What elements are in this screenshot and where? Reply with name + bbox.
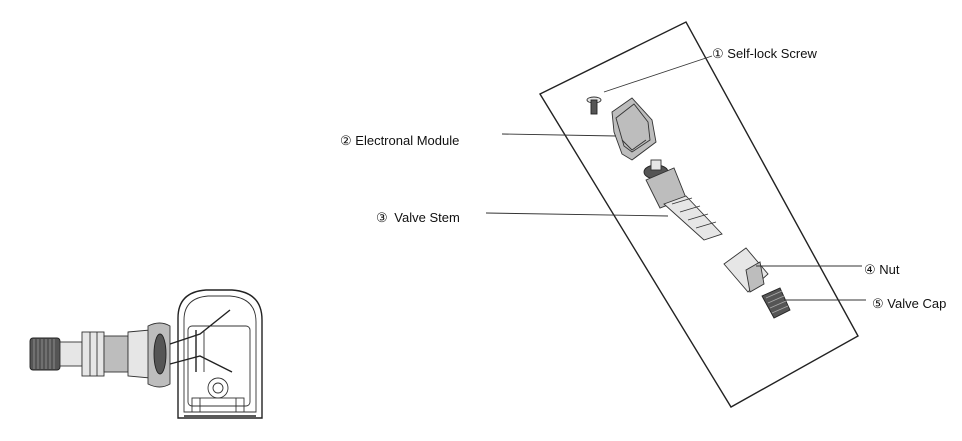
leader-line-module (501, 133, 617, 137)
callout-electronal-module: ② Electronal Module (340, 133, 459, 148)
assembled-nut (147, 322, 171, 388)
part-electronal-module (611, 97, 657, 161)
exploded-view (485, 21, 866, 408)
part-valve-stem (643, 159, 723, 241)
callout-valve-cap: ⑤ Valve Cap (872, 296, 946, 311)
assembled-module (169, 289, 263, 419)
callout-nut: ④ Nut (864, 262, 900, 277)
callout-valve-stem: ③ Valve Stem (376, 210, 460, 225)
part-valve-cap (761, 287, 791, 319)
part-self-lock-screw (586, 96, 602, 115)
leader-line-stem (485, 212, 669, 217)
part-nut (723, 247, 769, 293)
callout-self-lock-screw: ① Self-lock Screw (712, 46, 817, 61)
exploded-frame (539, 21, 859, 408)
assembled-valve-stem (59, 329, 151, 379)
callout-labels: ① Self-lock Screw ② Electronal Module ③ … (340, 46, 946, 311)
assembled-valve-cap (29, 337, 61, 371)
assembled-sensor (29, 289, 263, 419)
leader-line-screw (603, 55, 713, 93)
